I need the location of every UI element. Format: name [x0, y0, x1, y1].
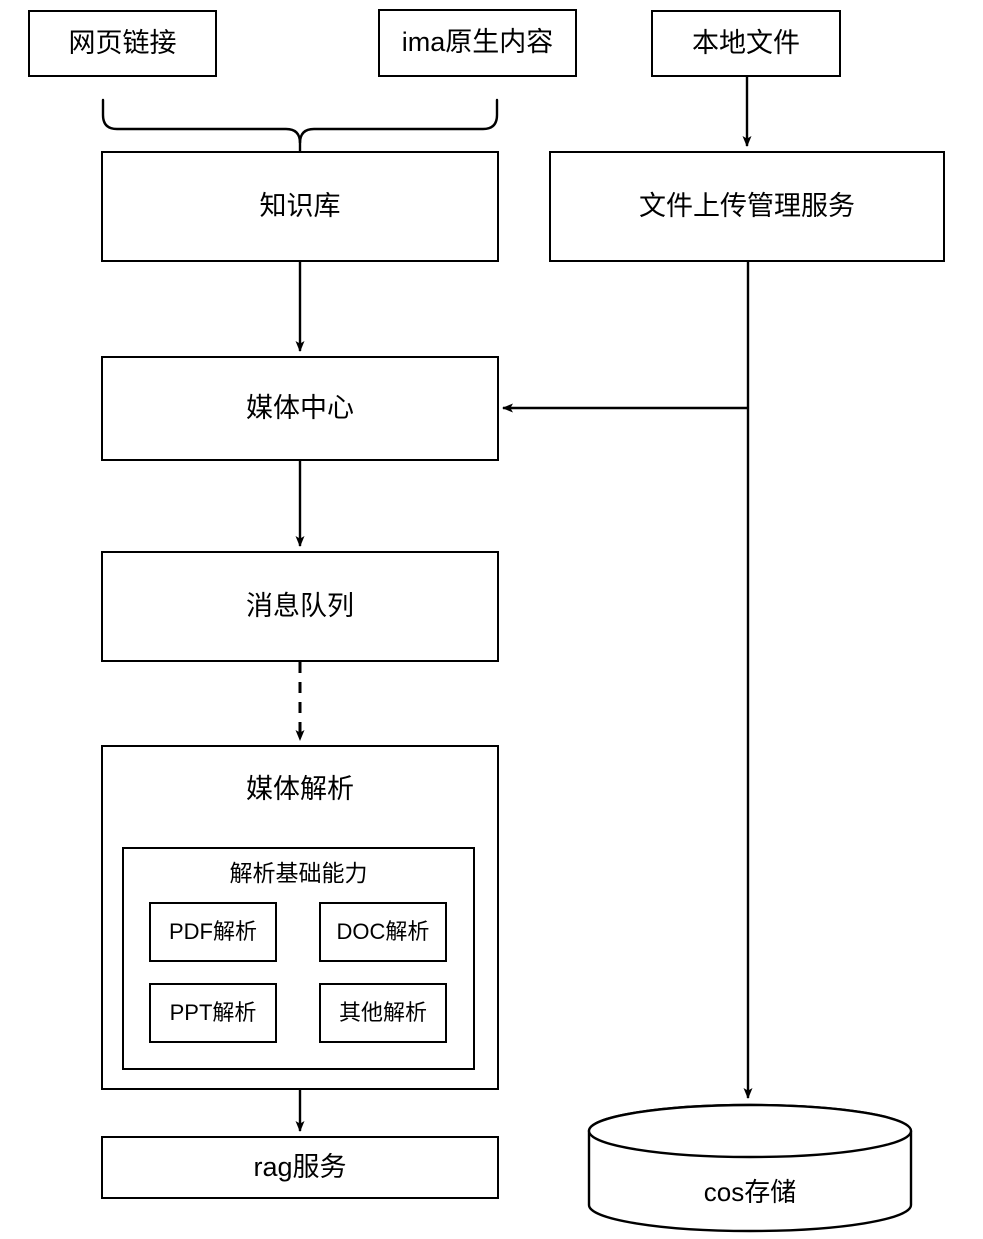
- node-cos-storage-shape[interactable]: [587, 1103, 913, 1233]
- node-other-parse-label: 其他解析: [338, 999, 427, 1025]
- node-knowledge-base[interactable]: 知识库: [101, 151, 499, 262]
- node-ppt-parse-label: PPT解析: [169, 999, 257, 1025]
- node-ima-native[interactable]: ima原生内容: [378, 9, 577, 77]
- node-doc-parse[interactable]: DOC解析: [319, 902, 447, 962]
- node-ppt-parse[interactable]: PPT解析: [149, 983, 277, 1043]
- node-web-link[interactable]: 网页链接: [28, 10, 217, 77]
- node-knowledge-base-label: 知识库: [259, 190, 341, 221]
- node-message-queue-label: 消息队列: [246, 590, 354, 621]
- node-other-parse[interactable]: 其他解析: [319, 983, 447, 1043]
- node-doc-parse-label: DOC解析: [336, 918, 430, 944]
- node-local-file[interactable]: 本地文件: [651, 10, 841, 77]
- node-media-parse-label: 媒体解析: [246, 774, 354, 804]
- node-web-link-label: 网页链接: [68, 27, 177, 58]
- node-pdf-parse-label: PDF解析: [168, 918, 257, 944]
- node-parse-capability-label: 解析基础能力: [229, 860, 368, 886]
- node-cos-storage-label: cos存储: [703, 1177, 797, 1207]
- node-media-center-label: 媒体中心: [246, 392, 354, 423]
- node-upload-service[interactable]: 文件上传管理服务: [549, 151, 945, 262]
- node-ima-native-label: ima原生内容: [401, 27, 554, 58]
- node-rag-service-label: rag服务: [253, 1151, 347, 1182]
- node-media-center[interactable]: 媒体中心: [101, 356, 499, 461]
- node-upload-service-label: 文件上传管理服务: [639, 190, 855, 221]
- node-message-queue[interactable]: 消息队列: [101, 551, 499, 662]
- node-local-file-label: 本地文件: [692, 27, 800, 58]
- node-pdf-parse[interactable]: PDF解析: [149, 902, 277, 962]
- node-rag-service[interactable]: rag服务: [101, 1136, 499, 1199]
